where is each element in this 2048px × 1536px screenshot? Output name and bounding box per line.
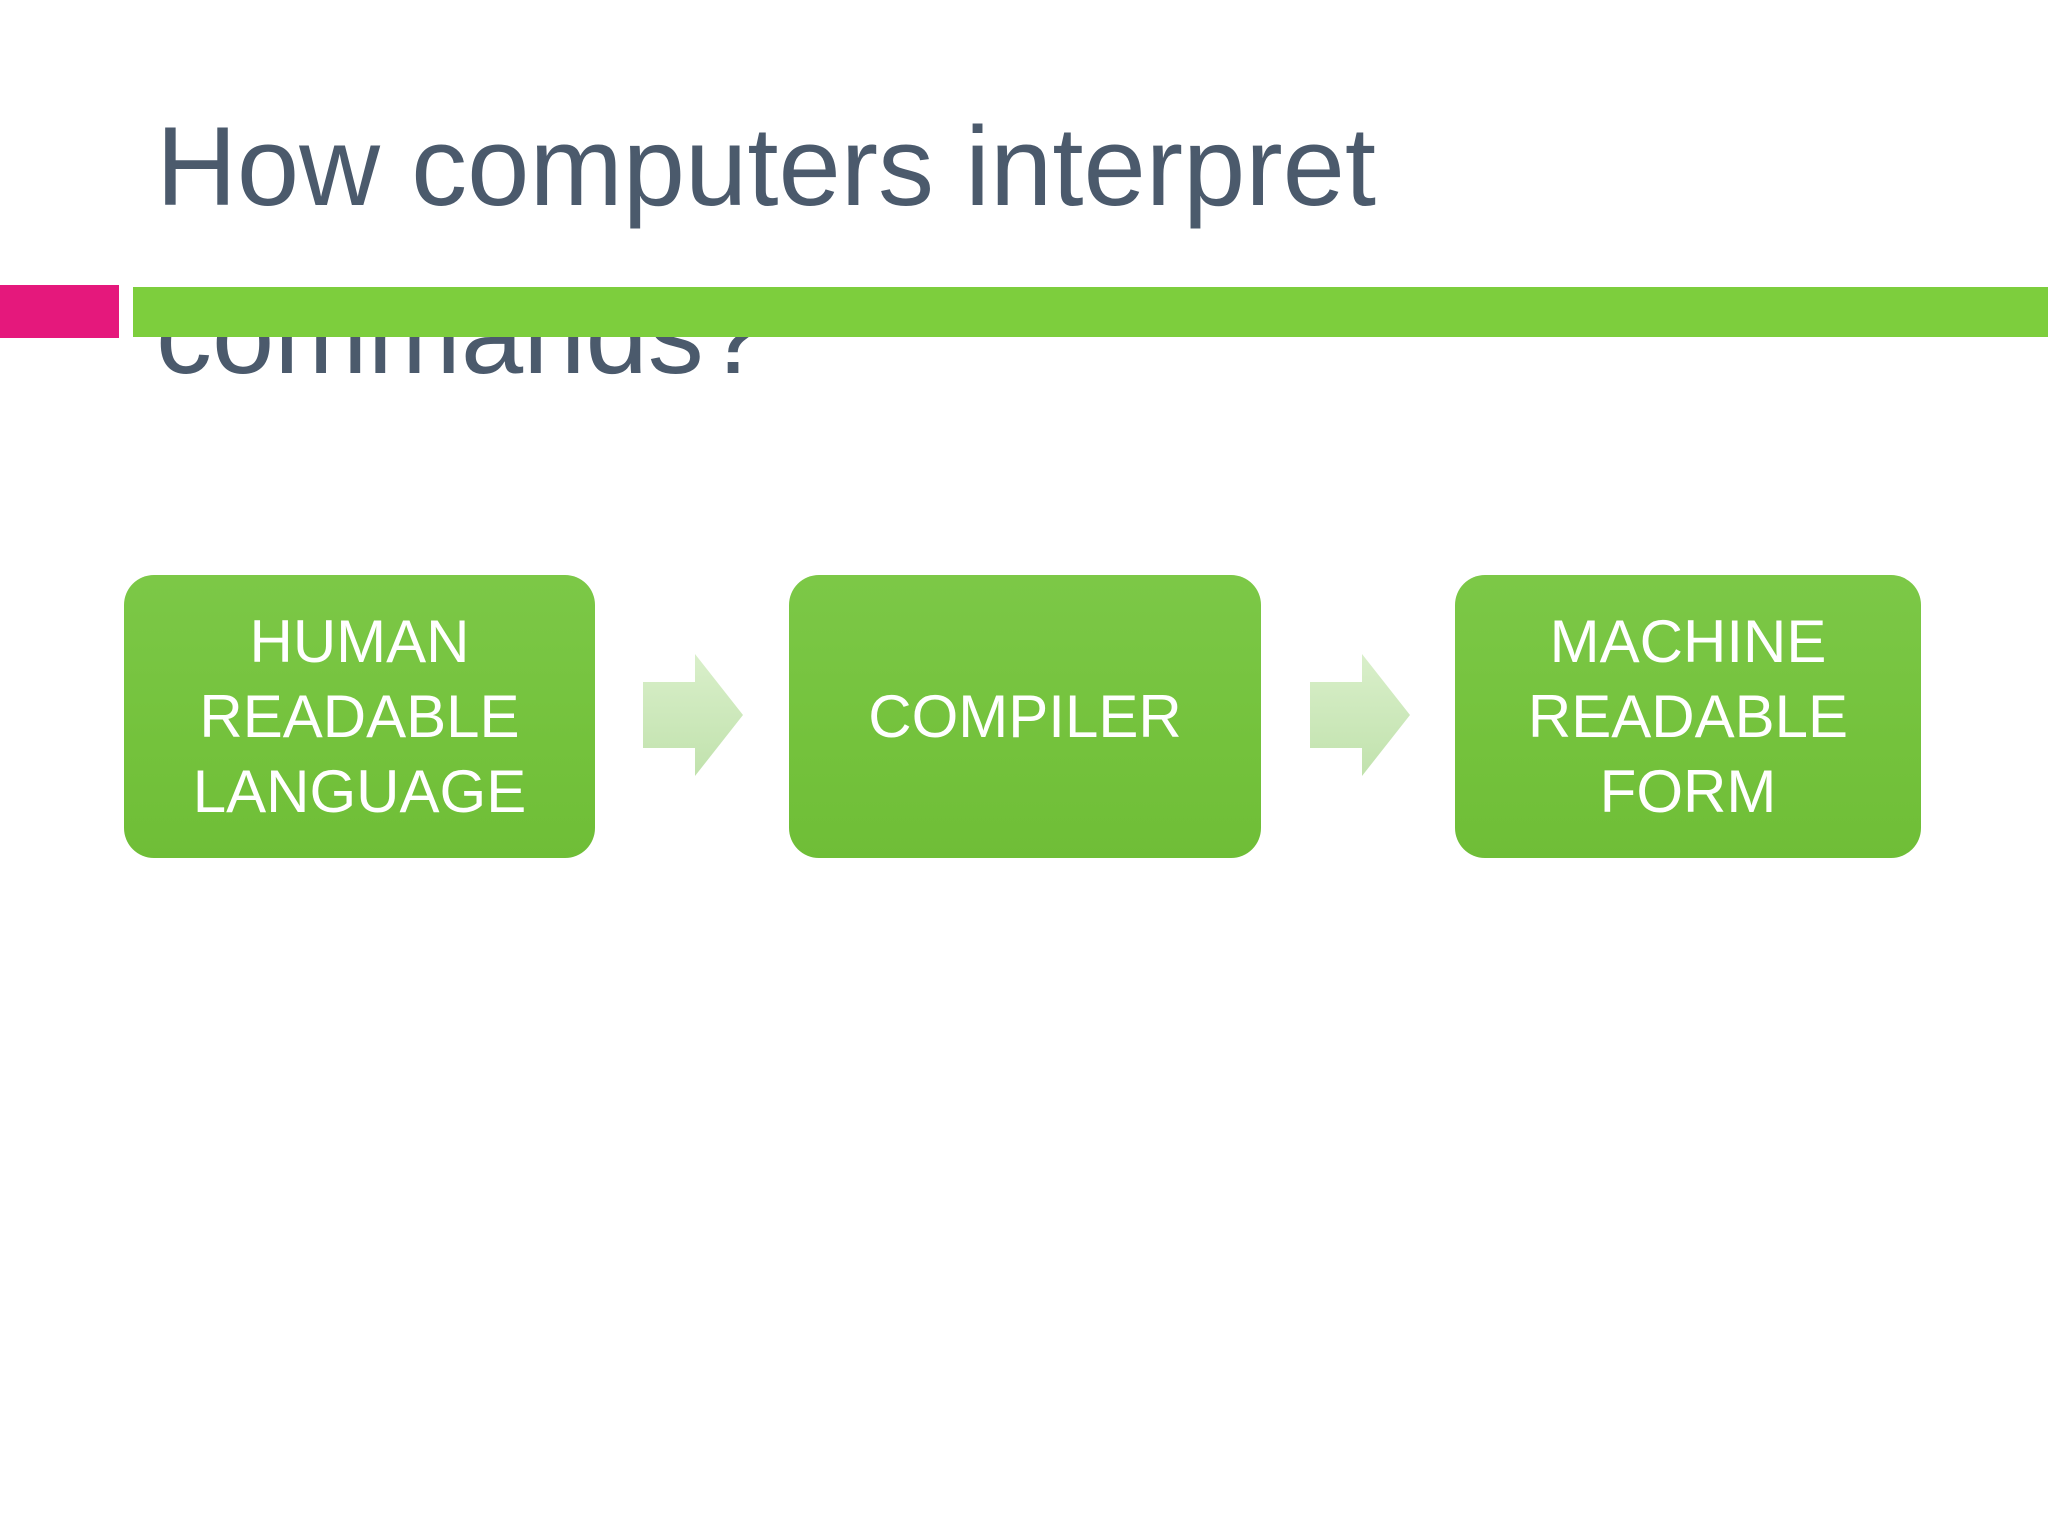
flow-box-label-line: HUMAN [249, 608, 470, 675]
flow-box-label-line: COMPILER [868, 683, 1182, 750]
flow-box-label-line: LANGUAGE [192, 758, 527, 825]
flow-box-machine-readable-form: MACHINE READABLE FORM [1455, 575, 1921, 858]
flow-box-label-line: MACHINE [1549, 608, 1827, 675]
slide-title: How computers interpret commands? [156, 83, 1376, 419]
flow-box-label-line: READABLE [199, 683, 520, 750]
accent-pink-square [0, 285, 119, 338]
right-block-arrow-icon [643, 654, 743, 776]
slide-title-line-1: How computers interpret [156, 104, 1377, 230]
flow-box-human-readable-language: HUMAN READABLE LANGUAGE [124, 575, 595, 858]
right-block-arrow-icon [1310, 654, 1410, 776]
flow-box-compiler: COMPILER [789, 575, 1261, 858]
title-underline-bar [133, 287, 2048, 337]
flow-box-label-line: FORM [1599, 758, 1777, 825]
flow-box-label-line: READABLE [1527, 683, 1849, 750]
